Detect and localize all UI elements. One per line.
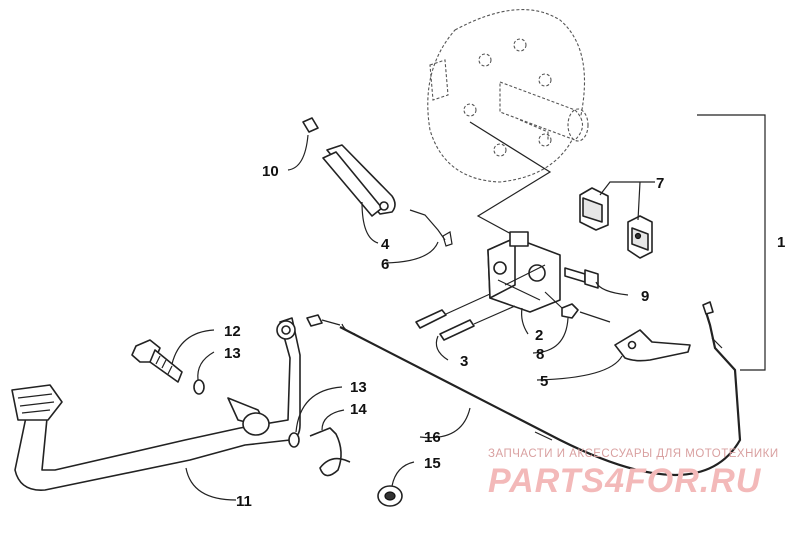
callout-7: 7 (656, 175, 664, 192)
callout-3: 3 (460, 353, 468, 370)
pivot-bolt (131, 339, 183, 383)
brake-pedal (11, 317, 301, 491)
return-spring (309, 427, 351, 477)
watermark-tagline: ЗАПЧАСТИ И АКСЕССУАРЫ ДЛЯ МОТОТЕХНИКИ (488, 448, 779, 460)
brake-arm (614, 329, 691, 362)
callout-11: 11 (236, 493, 252, 510)
callout-12: 12 (224, 323, 241, 340)
callout-13a: 13 (224, 345, 241, 362)
lever-clip (302, 117, 319, 133)
callout-8: 8 (536, 346, 544, 363)
bushing (377, 485, 403, 507)
callout-13b: 13 (350, 379, 367, 396)
lever-spring (409, 209, 453, 247)
brake-pads (579, 187, 653, 259)
parking-brake-lever (322, 144, 396, 217)
callout-16: 16 (424, 429, 441, 446)
caliper-nut (561, 303, 579, 319)
disc-to-caliper-line (469, 121, 552, 237)
caliper-pins (415, 293, 516, 341)
caliper-bolt (564, 267, 599, 289)
brake-disc-outline (427, 9, 589, 183)
callout-14: 14 (350, 401, 367, 418)
callout-9: 9 (641, 288, 649, 305)
washer-b (288, 432, 300, 448)
watermark-logo: PARTS4FOR.RU (488, 462, 762, 500)
brake-caliper (487, 231, 561, 313)
callout-1-bracket (697, 114, 766, 371)
leader-lines (171, 134, 655, 501)
callout-2: 2 (535, 327, 543, 344)
washer-a (193, 379, 205, 395)
callout-15: 15 (424, 455, 441, 472)
callout-4: 4 (381, 236, 390, 253)
brake-cable (306, 301, 742, 476)
callout-5: 5 (540, 373, 548, 390)
callout-1: 1 (777, 234, 785, 251)
callout-6: 6 (381, 256, 389, 273)
callout-10: 10 (262, 163, 279, 180)
